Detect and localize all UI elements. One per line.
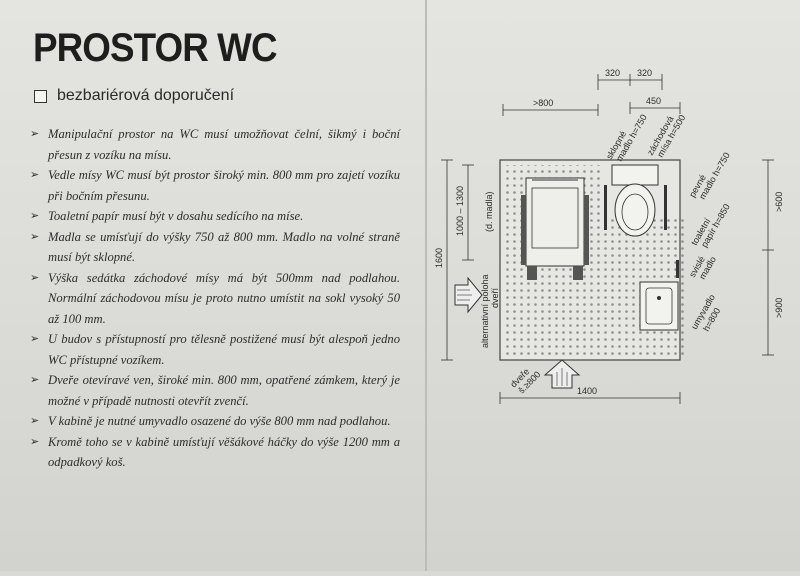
plan-panel: 320 320 450 >800 1400 1600 1000 – 1300 (… (427, 0, 800, 571)
arrow-bullet-icon: ➢ (30, 434, 40, 448)
list-item: ➢Toaletní papír musí být v dosahu sedící… (30, 206, 400, 227)
folding-grab-bar (604, 185, 607, 230)
list-item: ➢Kromě toho se v kabině umísťují věšákov… (30, 432, 400, 473)
label-alt-door-2: dveří (490, 287, 500, 308)
recommendation-list: ➢Manipulační prostor na WC musí umožňova… (30, 124, 400, 473)
list-item: ➢Dveře otevíravé ven, široké min. 800 mm… (30, 370, 400, 411)
dim-label-gt900: >900 (774, 298, 784, 318)
text-panel: PROSTOR WC bezbariérová doporučení ➢Mani… (30, 0, 427, 571)
arrow-bullet-icon: ➢ (30, 373, 40, 386)
arrow-bullet-icon: ➢ (30, 332, 40, 345)
subtitle-row: bezbariérová doporučení (34, 87, 234, 105)
dim-label-gt800: >800 (533, 98, 553, 108)
dim-label-320-b: 320 (637, 68, 652, 78)
toilet-icon (611, 164, 659, 237)
wc-floor-plan: 320 320 450 >800 1400 1600 1000 – 1300 (… (434, 68, 784, 404)
arrow-bullet-icon: ➢ (30, 414, 40, 427)
list-item: ➢Vedle mísy WC musí být prostor široký m… (30, 165, 400, 206)
dim-label-gt600: >600 (774, 192, 784, 212)
arrow-bullet-icon: ➢ (30, 270, 40, 284)
list-item: ➢Manipulační prostor na WC musí umožňova… (30, 124, 400, 165)
room-wall (499, 159, 681, 361)
arrow-bullet-icon: ➢ (30, 209, 40, 222)
arrow-bullet-icon: ➢ (30, 229, 40, 243)
wheelchair-icon (521, 177, 589, 280)
list-item: ➢V kabině je nutné umyvadlo osazené do v… (30, 411, 400, 432)
label-alt-door: alternativní poloha (480, 274, 490, 348)
list-item: ➢Výška sedátka záchodové mísy má být 500… (30, 268, 400, 330)
dim-label-1600: 1600 (434, 248, 444, 268)
dim-label-320-a: 320 (605, 68, 620, 78)
list-item: ➢Madla se umísťují do výšky 750 až 800 m… (30, 227, 400, 268)
arrow-bullet-icon: ➢ (30, 127, 40, 140)
list-item: ➢U budov s přístupností pro tělesně post… (30, 329, 400, 370)
fixed-grab-bar (664, 185, 667, 230)
dim-label-1000-1300: 1000 – 1300 (455, 186, 465, 236)
dim-label-d-madla: (d. madla) (484, 191, 494, 232)
subtitle: bezbariérová doporučení (57, 87, 235, 104)
arrow-bullet-icon: ➢ (30, 168, 40, 181)
door-arrow-icon (543, 359, 581, 389)
dim-label-450: 450 (646, 96, 661, 106)
dim-label-1400: 1400 (577, 386, 597, 396)
checkbox-icon (34, 89, 47, 103)
vertical-grab-bar (676, 260, 679, 278)
alt-door-arrow-icon (454, 276, 483, 314)
page-title: PROSTOR WC (33, 26, 278, 70)
sink-icon (639, 281, 679, 331)
